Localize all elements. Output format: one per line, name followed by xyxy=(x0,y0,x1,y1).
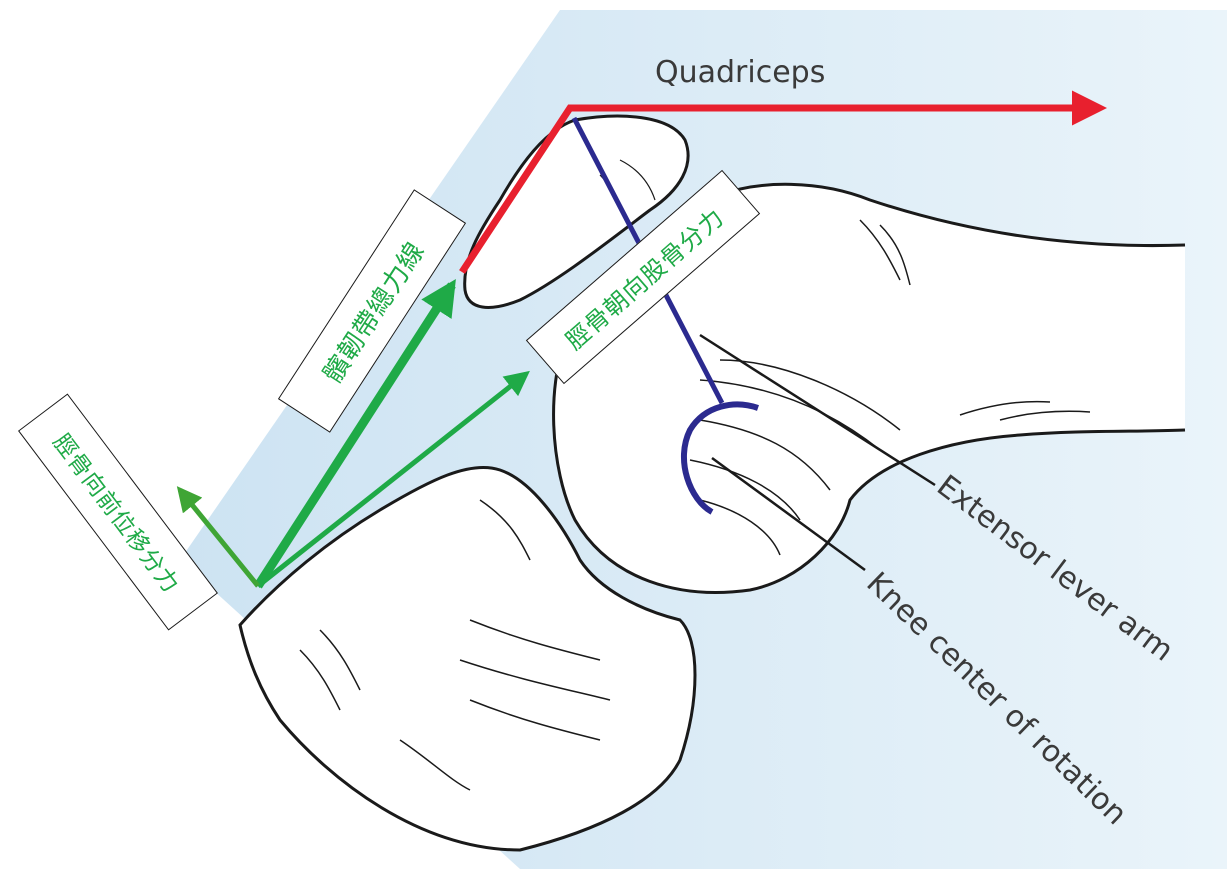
patella xyxy=(463,114,690,309)
patellar-tendon-force-arrow xyxy=(254,278,456,589)
tibia-hatching xyxy=(299,499,611,791)
quadriceps-label: Quadriceps xyxy=(655,55,825,90)
tibia-femur-component-arrow xyxy=(256,370,530,588)
anterior-translation-arrow xyxy=(176,486,260,588)
knee-center-leader xyxy=(711,456,866,572)
quadriceps-force-line xyxy=(459,90,1107,274)
femur xyxy=(552,182,1186,594)
tibia xyxy=(238,465,697,852)
rotation-center-arc xyxy=(680,401,759,515)
extensor-lever-arm-leader xyxy=(699,333,936,487)
